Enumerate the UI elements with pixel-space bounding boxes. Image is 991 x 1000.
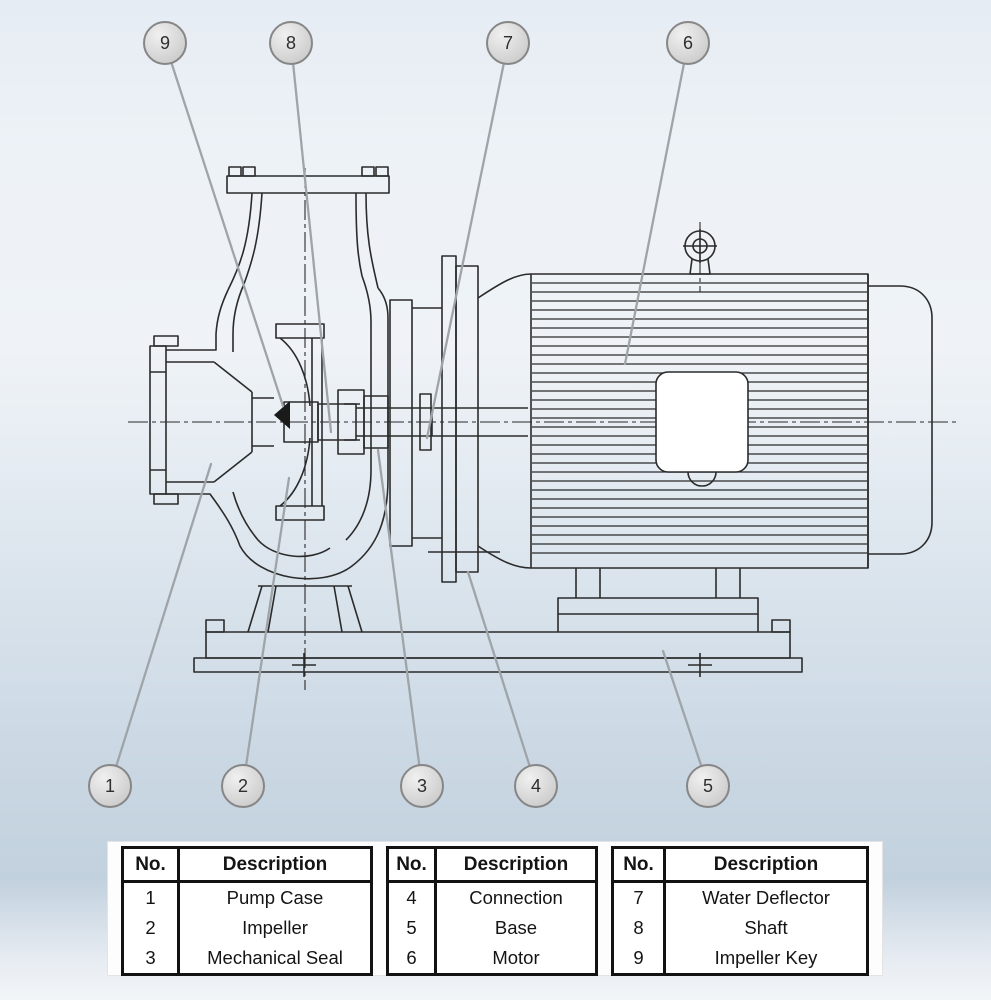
- col-header-description: Description: [666, 849, 866, 883]
- part-description-cell: Connection: [469, 887, 563, 908]
- part-number-cell: 1: [124, 883, 180, 913]
- callout-number: 1: [104, 775, 115, 796]
- leader-line-1: [108, 462, 213, 788]
- pump-casing: [149, 166, 390, 633]
- leader-line-6: [623, 41, 690, 366]
- callout-number: 4: [530, 775, 541, 796]
- callout-badge-5: 5: [686, 764, 730, 808]
- motor-end-cap: [868, 285, 933, 555]
- part-number-cell: 4: [389, 883, 437, 913]
- parts-table-3: No. Description 7 Water Deflector 8 Shaf…: [611, 846, 869, 976]
- callout-badge-7: 7: [486, 21, 530, 65]
- callout-badge-3: 3: [400, 764, 444, 808]
- part-number-cell: 7: [614, 883, 666, 913]
- col-header-no: No.: [614, 849, 666, 883]
- part-description-cell: Impeller: [242, 917, 308, 938]
- part-description-cell: Mechanical Seal: [207, 947, 343, 968]
- callout-number: 6: [682, 32, 693, 53]
- part-description-cell: Pump Case: [226, 887, 324, 908]
- motor: [477, 229, 933, 569]
- parts-table-panel: No. Description 1 Pump Case 2 Impeller 3…: [108, 842, 882, 976]
- leader-line-4: [466, 570, 538, 788]
- part-description-cell: Shaft: [744, 917, 788, 938]
- part-description-cell: Base: [494, 917, 538, 938]
- part-number-cell: 3: [124, 943, 180, 973]
- lifting-eye: [683, 229, 717, 275]
- callout-number: 8: [285, 32, 296, 53]
- leader-line-9: [163, 41, 285, 408]
- col-header-no: No.: [389, 849, 437, 883]
- callout-badge-1: 1: [88, 764, 132, 808]
- callout-number: 9: [159, 32, 170, 53]
- parts-table-1: No. Description 1 Pump Case 2 Impeller 3…: [121, 846, 373, 976]
- callout-badge-8: 8: [269, 21, 313, 65]
- part-number-cell: 8: [614, 913, 666, 943]
- leader-line-7: [425, 41, 510, 440]
- part-number-cell: 5: [389, 913, 437, 943]
- callout-number: 7: [502, 32, 513, 53]
- part-number-cell: 6: [389, 943, 437, 973]
- mechanical-seal: [337, 389, 389, 455]
- leader-lines: [108, 41, 710, 788]
- callout-number: 5: [702, 775, 713, 796]
- casing-cover: [389, 299, 442, 547]
- part-description-cell: Impeller Key: [714, 947, 818, 968]
- leader-line-5: [661, 649, 710, 788]
- leader-line-3: [376, 448, 424, 788]
- callout-number: 2: [237, 775, 248, 796]
- part-number-cell: 9: [614, 943, 666, 973]
- col-header-no: No.: [124, 849, 180, 883]
- callout-number: 3: [416, 775, 427, 796]
- leader-line-8: [289, 41, 333, 434]
- col-header-description: Description: [437, 849, 595, 883]
- impeller-key: [274, 401, 290, 429]
- callout-badge-2: 2: [221, 764, 265, 808]
- motor-nameplate-window: [655, 371, 749, 473]
- part-description-cell: Water Deflector: [702, 887, 830, 908]
- impeller: [274, 323, 325, 521]
- connection: [428, 255, 500, 583]
- callout-badge-4: 4: [514, 764, 558, 808]
- callout-badge-9: 9: [143, 21, 187, 65]
- leader-line-2: [241, 476, 291, 788]
- part-description-cell: Motor: [492, 947, 540, 968]
- base: [193, 619, 803, 677]
- part-number-cell: 2: [124, 913, 180, 943]
- callout-badge-6: 6: [666, 21, 710, 65]
- motor-feet: [557, 568, 759, 632]
- parts-table-2: No. Description 4 Connection 5 Base 6 Mo…: [386, 846, 598, 976]
- col-header-description: Description: [180, 849, 370, 883]
